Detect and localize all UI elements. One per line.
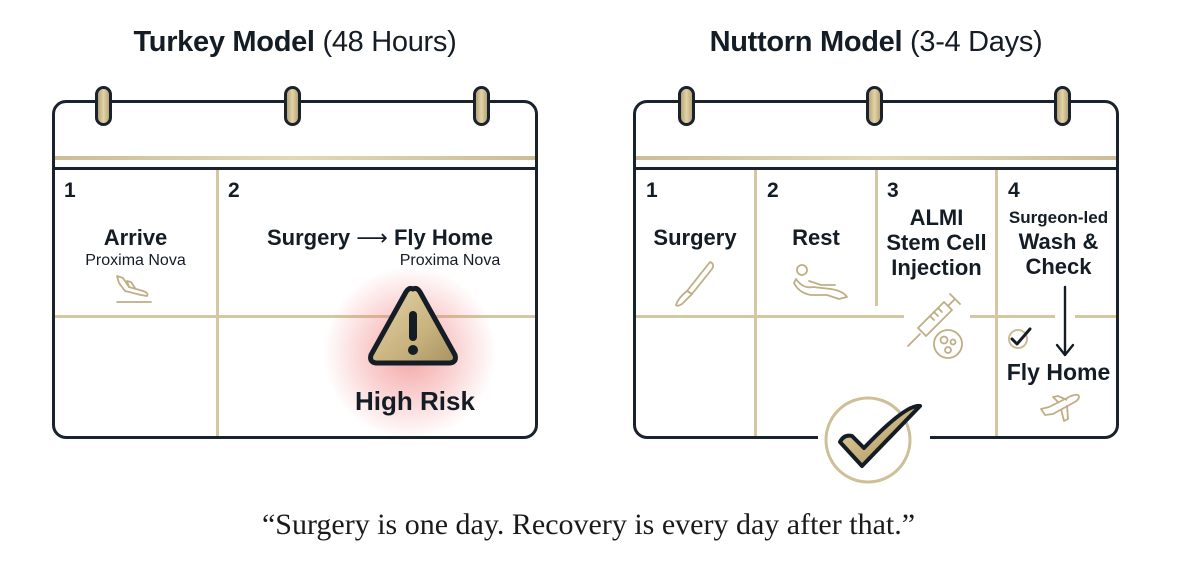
binder-ring-icon [678, 86, 695, 126]
day-number: 3 [887, 179, 899, 202]
label-line: Check [1025, 254, 1092, 279]
warning-triangle-icon [368, 285, 458, 366]
check-circle-icon [1008, 327, 1032, 349]
nuttorn-model-calendar: 1 Surgery 2 Rest 3 ALMI Stem Cell Inject… [633, 86, 1119, 439]
nuttorn-model-duration: (3-4 Days) [910, 26, 1043, 58]
calendar-header-band [55, 156, 535, 160]
day-label-surgery: Surgery [267, 225, 351, 250]
day-label-surgeon-wash-check: Surgeon-led Wash & Check [998, 207, 1119, 279]
binder-ring-icon [1054, 86, 1071, 126]
day-label-fly-home: Fly Home [393, 225, 493, 250]
binder-ring-icon [866, 86, 883, 126]
label-line: Injection [891, 255, 982, 280]
calendar-row-divider [636, 315, 1116, 318]
checkmark-badge-icon [818, 396, 930, 484]
label-line: Stem Cell [886, 230, 987, 255]
day-number: 2 [767, 179, 779, 202]
location-label: Proxima Nova [85, 252, 186, 269]
day-number: 1 [646, 179, 658, 202]
day-label-surgery: Surgery [653, 225, 737, 250]
label-line: Wash & [1018, 229, 1099, 254]
calendar-column-divider [875, 170, 878, 306]
label-line: ALMI [909, 205, 964, 230]
location-label: Proxima Nova [399, 252, 501, 269]
turkey-model-title-bold: Turkey Model [133, 26, 315, 58]
calendar-column-divider [995, 170, 998, 436]
calendar-column-divider [216, 170, 219, 436]
syringe-cells-icon [904, 290, 970, 362]
calendar-grid-top [636, 167, 1116, 170]
day-number: 2 [228, 179, 240, 202]
nuttorn-model-title-bold: Nuttorn Model [709, 26, 903, 58]
surgery-to-fly-home: Surgery ⟶ Fly Home [219, 225, 541, 250]
arrow-right-icon: ⟶ [356, 225, 388, 250]
reclining-person-icon [793, 264, 848, 300]
binder-ring-icon [284, 86, 301, 126]
day-label-stem-cell-injection: ALMI Stem Cell Injection [878, 205, 995, 280]
calendar-row-divider [55, 315, 535, 318]
arrow-down-icon [1055, 285, 1075, 359]
day-number: 4 [1008, 179, 1020, 202]
high-risk-label: High Risk [355, 386, 475, 416]
nuttorn-model-title: Nuttorn Model (3-4 Days) [633, 26, 1119, 59]
day-number: 1 [64, 179, 76, 202]
airplane-icon [1040, 393, 1080, 422]
label-line: Surgeon-led [1008, 208, 1109, 227]
quote-text: “Surgery is one day. Recovery is every d… [261, 508, 916, 541]
calendar-column-divider [754, 170, 757, 436]
airplane-landing-icon [116, 275, 152, 303]
binder-ring-icon [473, 86, 490, 126]
turkey-model-title: Turkey Model (48 Hours) [52, 26, 538, 59]
day-label-arrive: Arrive [103, 225, 168, 250]
calendar-header-band [636, 156, 1116, 160]
turkey-model-calendar: 1 Arrive Proxima Nova 2 Surgery ⟶ Fly Ho… [52, 86, 541, 439]
day-label-rest: Rest [792, 225, 840, 250]
scalpel-icon [675, 261, 715, 307]
calendar-grid-top [55, 167, 535, 170]
turkey-model-duration: (48 Hours) [322, 26, 457, 58]
binder-ring-icon [95, 86, 112, 126]
day-label-fly-home: Fly Home [1006, 359, 1111, 385]
